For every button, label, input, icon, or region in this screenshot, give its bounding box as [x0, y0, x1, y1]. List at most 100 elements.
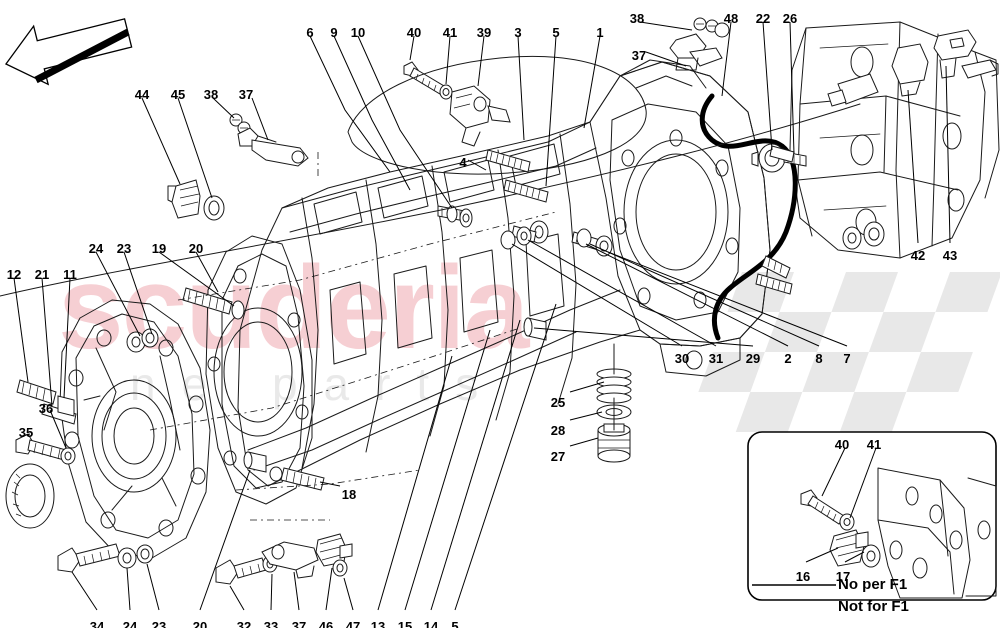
long-cable-run: [0, 103, 861, 297]
bracket-37-left: [237, 127, 309, 167]
nut-47: [332, 559, 348, 577]
nut-24-lower: [117, 547, 137, 569]
cable-end-connector: [827, 73, 879, 107]
callout-3: 3: [514, 25, 522, 40]
callout-18: 18: [341, 487, 357, 502]
nut-8: [576, 228, 592, 248]
bush-29: [523, 317, 547, 341]
washer-41-sensor: [439, 84, 453, 100]
callout-24: 24: [122, 619, 138, 628]
callout-13: 13: [370, 619, 386, 628]
callout-31: 31: [708, 351, 724, 366]
callout-43: 43: [942, 248, 958, 263]
bolt-31: [516, 226, 532, 246]
callout-10: 10: [350, 25, 366, 40]
callout-44: 44: [134, 87, 150, 102]
callout-37: 37: [238, 87, 254, 102]
washer-36: [60, 447, 76, 465]
callout-48: 48: [723, 11, 739, 26]
inset-washer-41: [839, 513, 855, 531]
callout-34: 34: [89, 619, 105, 628]
callout-21: 21: [34, 267, 50, 282]
callout-37: 37: [631, 48, 647, 63]
callout-19: 19: [151, 241, 167, 256]
callout-38: 38: [203, 87, 219, 102]
callout-36: 36: [38, 401, 54, 416]
bush-43: [863, 221, 885, 247]
callout-27: 27: [550, 449, 566, 464]
bolt-32: [215, 557, 267, 585]
callout-6: 6: [306, 25, 314, 40]
inset-frame: [747, 431, 997, 601]
bush-11: [57, 395, 75, 417]
inset-note-italian: No per F1: [838, 576, 908, 593]
callout-33: 33: [263, 619, 279, 628]
inset-callout-41: 41: [866, 437, 882, 452]
callout-24: 24: [88, 241, 104, 256]
callout-25: 25: [550, 395, 566, 410]
direction-arrow-icon: [4, 18, 133, 86]
washer-42: [842, 226, 862, 250]
bolt-34: [57, 543, 121, 573]
washer-19: [231, 300, 245, 320]
switch-46: [315, 533, 353, 567]
callout-15: 15: [397, 619, 413, 628]
callout-26: 26: [782, 11, 798, 26]
nut-38-right: [693, 17, 730, 38]
callout-5: 5: [451, 619, 459, 628]
stud-3: [485, 149, 531, 173]
callout-23: 23: [151, 619, 167, 628]
callout-41: 41: [442, 25, 458, 40]
callout-29: 29: [745, 351, 761, 366]
callout-4: 4: [459, 155, 467, 170]
callout-32: 32: [236, 619, 252, 628]
inset-oring-17: [861, 544, 881, 568]
inset-bolt-40: [800, 489, 845, 525]
callout-8: 8: [815, 351, 823, 366]
callout-20: 20: [192, 619, 208, 628]
callout-22: 22: [755, 11, 771, 26]
callout-7: 7: [843, 351, 851, 366]
callout-46: 46: [318, 619, 334, 628]
callout-5: 5: [552, 25, 560, 40]
lever-37-bottom: [261, 541, 319, 579]
inset-callout-16: 16: [795, 569, 811, 584]
callout-28: 28: [550, 423, 566, 438]
callout-38: 38: [629, 11, 645, 26]
callout-30: 30: [674, 351, 690, 366]
washer-9: [446, 205, 458, 223]
callout-9: 9: [330, 25, 338, 40]
callout-37: 37: [291, 619, 307, 628]
stud-upper-right: [769, 145, 795, 163]
speed-sensor-39: [449, 85, 511, 147]
sensor-cable-loop: [347, 55, 647, 175]
callout-45: 45: [170, 87, 186, 102]
harness-cable-48: [699, 93, 798, 341]
callout-39: 39: [476, 25, 492, 40]
bush-20-lower: [243, 451, 267, 473]
stud-12: [16, 379, 57, 405]
callout-2: 2: [784, 351, 792, 366]
callout-35: 35: [18, 425, 34, 440]
callout-23: 23: [116, 241, 132, 256]
breather-bracket-37-right: [669, 33, 723, 71]
inset-callout-40: 40: [834, 437, 850, 452]
long-stud-right: [761, 255, 791, 279]
nut-10: [459, 208, 473, 228]
callout-20: 20: [188, 241, 204, 256]
stud-18: [280, 467, 325, 491]
inset-note-english: Not for F1: [838, 598, 909, 615]
callout-1: 1: [596, 25, 604, 40]
axis-centreline-2: [177, 211, 557, 301]
callout-11: 11: [63, 267, 77, 282]
callout-14: 14: [423, 619, 439, 628]
sealing-washer-45: [203, 195, 225, 221]
callout-12: 12: [6, 267, 22, 282]
inset-callout-17: 17: [835, 569, 851, 584]
axis-centreline-3: [235, 469, 421, 491]
stud-20-upper: [182, 287, 233, 315]
